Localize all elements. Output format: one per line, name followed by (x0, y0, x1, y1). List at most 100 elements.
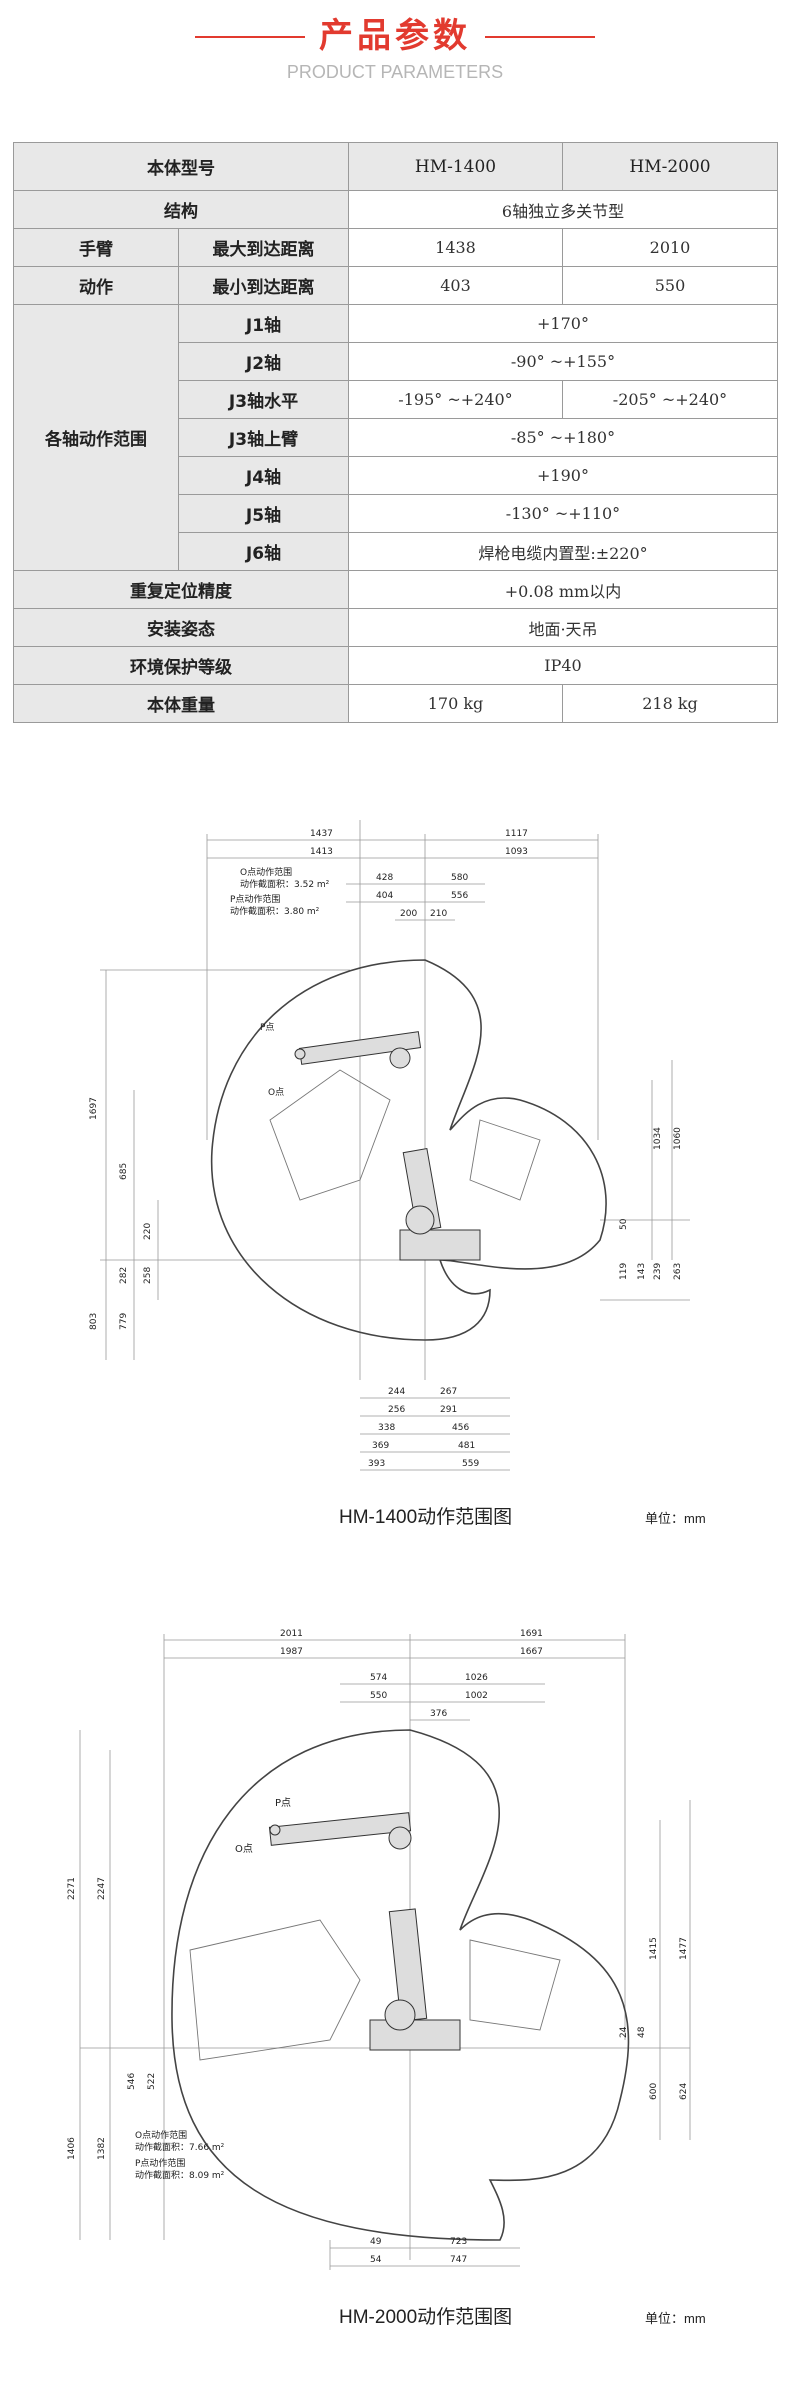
svg-text:O点: O点 (268, 1087, 284, 1098)
axis-j1-label: J1轴 (178, 304, 349, 343)
max-reach-hm2000: 2010 (562, 228, 778, 267)
svg-text:456: 456 (452, 1423, 469, 1433)
svg-text:48: 48 (637, 2026, 647, 2038)
svg-text:779: 779 (119, 1313, 129, 1330)
axis-j4-label: J4轴 (178, 456, 349, 495)
svg-text:1034: 1034 (653, 1127, 663, 1150)
svg-text:1382: 1382 (97, 2137, 107, 2160)
table-row: J3轴水平 -195° ~+240° -205° ~+240° (14, 380, 778, 419)
table-row: J4轴 +190° (14, 456, 778, 495)
axis-j3h-hm2000: -205° ~+240° (562, 380, 778, 419)
weight-label: 本体重量 (13, 684, 349, 723)
max-reach-label: 最大到达距离 (178, 228, 349, 267)
svg-text:50: 50 (619, 1218, 629, 1230)
axis-j5-value: -130° ~+110° (348, 494, 778, 533)
svg-text:556: 556 (451, 891, 468, 901)
svg-text:O点动作范围: O点动作范围 (135, 2129, 187, 2141)
axis-j3u-value: -85° ~+180° (348, 418, 778, 457)
table-row: 各轴动作范围 J1轴 +170° (13, 304, 778, 571)
hm2000-unit-label: 单位：mm (645, 2311, 706, 2326)
svg-text:O点: O点 (235, 1843, 253, 1855)
svg-text:267: 267 (440, 1387, 457, 1397)
svg-text:376: 376 (430, 1709, 447, 1719)
svg-text:1691: 1691 (520, 1629, 543, 1639)
table-row: 本体重量 170 kg 218 kg (13, 684, 778, 723)
axis-j3h-hm1400: -195° ~+240° (348, 380, 563, 419)
structure-label: 结构 (13, 190, 349, 229)
axis-j5-label: J5轴 (178, 494, 349, 533)
svg-text:24: 24 (619, 2026, 629, 2038)
svg-text:428: 428 (376, 873, 393, 883)
table-row: 重复定位精度 +0.08 mm以内 (13, 570, 778, 609)
p-range-envelope (171, 1729, 630, 2241)
svg-text:1415: 1415 (649, 1937, 659, 1960)
svg-text:404: 404 (376, 891, 393, 901)
svg-text:481: 481 (458, 1441, 475, 1451)
axis-j2-value: -90° ~+155° (348, 342, 778, 381)
hm1400-range-diagram: O点动作范围 动作截面积：3.52 m² P点动作范围 动作截面积：3.80 m… (89, 820, 690, 1471)
spec-table: 本体型号 HM-1400 HM-2000 结构 6轴独立多关节型 手臂 最大到达… (13, 142, 778, 723)
page-subtitle: PRODUCT PARAMETERS (286, 62, 504, 82)
svg-text:393: 393 (368, 1459, 385, 1469)
model-hm1400: HM-1400 (348, 142, 563, 191)
svg-text:动作截面积：3.80 m²: 动作截面积：3.80 m² (230, 905, 320, 917)
svg-text:239: 239 (653, 1263, 663, 1280)
page-title: 产品参数 (319, 16, 471, 56)
svg-text:220: 220 (143, 1223, 153, 1240)
protection-label: 环境保护等级 (13, 646, 349, 685)
svg-text:522: 522 (147, 2073, 157, 2090)
repeatability-label: 重复定位精度 (13, 570, 349, 609)
axis-j4-value: +190° (348, 456, 778, 495)
svg-text:624: 624 (679, 2083, 689, 2100)
svg-text:258: 258 (143, 1267, 153, 1284)
mounting-label: 安装姿态 (13, 608, 349, 647)
axis-j1-value: +170° (348, 304, 778, 343)
svg-text:2247: 2247 (97, 1877, 107, 1900)
svg-text:1117: 1117 (505, 829, 528, 839)
svg-text:143: 143 (637, 1263, 647, 1280)
svg-text:P点动作范围: P点动作范围 (230, 893, 280, 905)
hm1400-diagram-caption: HM-1400动作范围图 (339, 1507, 513, 1528)
svg-text:256: 256 (388, 1405, 405, 1415)
svg-text:559: 559 (462, 1459, 479, 1469)
section-header: 产品参数 PRODUCT PARAMETERS (0, 0, 790, 100)
max-reach-hm1400: 1438 (348, 228, 563, 267)
hm2000-range-diagram: P点 O点 O点动作范围 动作截面积：7.66 m² P点动作范围 动作截面积：… (67, 1629, 691, 2270)
svg-text:546: 546 (127, 2073, 137, 2090)
svg-text:119: 119 (619, 1263, 629, 1280)
svg-text:263: 263 (673, 1263, 683, 1280)
table-row: J3轴上臂 -85° ~+180° (14, 418, 778, 457)
svg-text:210: 210 (430, 909, 447, 919)
svg-text:685: 685 (119, 1163, 129, 1180)
arm-label: 手臂 (13, 228, 179, 267)
table-row: 手臂 最大到达距离 1438 2010 (13, 228, 778, 267)
svg-text:600: 600 (649, 2083, 659, 2100)
robot-arm-icon (268, 1812, 461, 2051)
axis-j3u-label: J3轴上臂 (178, 418, 349, 457)
svg-text:1413: 1413 (310, 847, 333, 857)
svg-text:2011: 2011 (280, 1629, 303, 1639)
title-rule-right (485, 36, 595, 38)
axis-j3h-label: J3轴水平 (178, 380, 349, 419)
motion-label: 动作 (13, 266, 179, 305)
svg-text:1060: 1060 (673, 1127, 683, 1150)
svg-text:369: 369 (372, 1441, 389, 1451)
svg-text:1667: 1667 (520, 1647, 543, 1657)
svg-text:P点动作范围: P点动作范围 (135, 2157, 185, 2169)
repeatability-value: +0.08 mm以内 (348, 570, 778, 609)
svg-text:P点: P点 (260, 1022, 274, 1033)
table-row: 本体型号 HM-1400 HM-2000 (13, 142, 778, 191)
svg-text:1987: 1987 (280, 1647, 303, 1657)
svg-text:动作截面积：7.66 m²: 动作截面积：7.66 m² (135, 2141, 225, 2153)
weight-hm2000: 218 kg (562, 684, 778, 723)
svg-text:580: 580 (451, 873, 468, 883)
robot-arm-icon (294, 1031, 481, 1261)
table-row: J2轴 -90° ~+155° (14, 342, 778, 381)
svg-text:1026: 1026 (465, 1673, 488, 1683)
svg-text:747: 747 (450, 2255, 467, 2265)
table-row: J5轴 -130° ~+110° (14, 494, 778, 533)
model-hm2000: HM-2000 (562, 142, 778, 191)
svg-text:O点动作范围: O点动作范围 (240, 866, 292, 878)
table-row: 环境保护等级 IP40 (13, 646, 778, 685)
svg-text:49: 49 (370, 2237, 382, 2247)
